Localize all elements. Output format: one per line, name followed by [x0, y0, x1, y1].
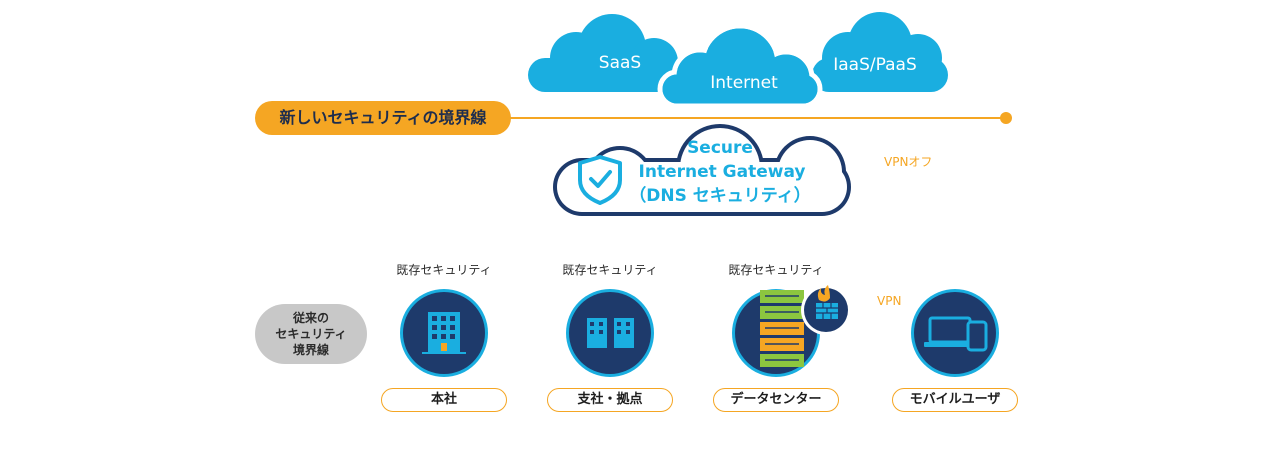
firewall-icon: [801, 285, 851, 335]
branch-buildings-icon: [566, 289, 654, 377]
mobile-devices-icon: [911, 289, 999, 377]
old-perimeter-label: 従来の セキュリティ 境界線: [255, 304, 367, 364]
datacenter-existing-security-heading: 既存セキュリティ: [728, 263, 824, 277]
gateway-line1: Secure: [687, 138, 753, 158]
hq-label: 本社: [381, 388, 507, 412]
old-perimeter-line1: 従来の: [292, 311, 329, 325]
gateway-line2: Internet Gateway: [639, 162, 806, 182]
saas-cloud: SaaS: [528, 14, 688, 92]
perimeter-end-dot: [1000, 112, 1012, 124]
branch-label: 支社・拠点: [547, 388, 673, 412]
gateway-cloud: [553, 124, 851, 216]
iaas-paas-cloud: IaaS/PaaS: [812, 12, 948, 92]
new-perimeter-label: 新しいセキュリティの境界線: [255, 101, 511, 135]
datacenter-label: データセンター: [713, 388, 839, 412]
gateway-line3: （DNS セキュリティ）: [629, 185, 810, 206]
internet-label: Internet: [710, 73, 778, 93]
old-perimeter-line3: 境界線: [292, 343, 329, 357]
vpn-note: VPN: [877, 294, 902, 308]
mobile-user-label: モバイルユーザ: [892, 388, 1018, 412]
datacenter-server-icon: [732, 289, 820, 377]
hq-existing-security-heading: 既存セキュリティ: [396, 263, 492, 277]
internet-cloud-fill: [662, 28, 818, 104]
branch-existing-security-heading: 既存セキュリティ: [562, 263, 658, 277]
saas-label: SaaS: [599, 53, 641, 73]
shield-icon: [578, 155, 622, 205]
old-perimeter-line2: セキュリティ: [275, 327, 347, 341]
hq-building-icon: [400, 289, 488, 377]
iaas-paas-label: IaaS/PaaS: [833, 55, 916, 75]
vpn-off-note: VPNオフ: [884, 155, 933, 169]
